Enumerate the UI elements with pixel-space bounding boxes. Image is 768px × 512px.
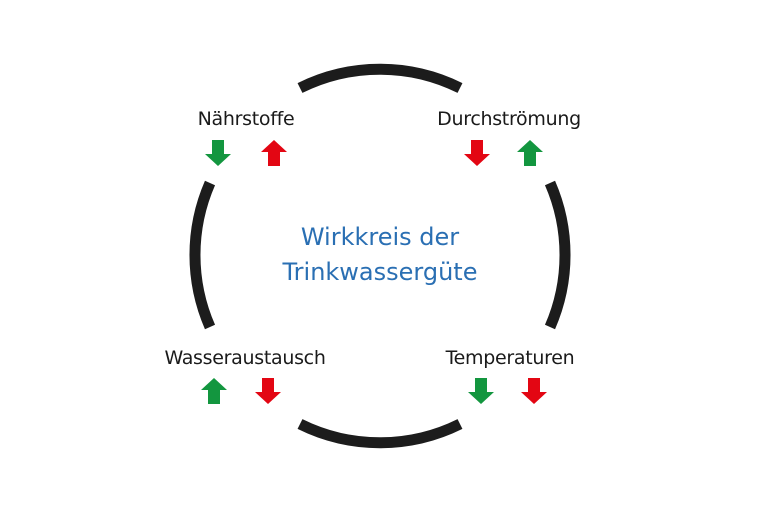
- title-line-1: Wirkkreis der: [300, 223, 460, 251]
- ring-arc-bottom: [297, 419, 463, 449]
- arrow-down-green-icon: [205, 140, 231, 166]
- factor-label-naehrstoffe: Nährstoffe: [197, 108, 295, 130]
- factor-label-temperaturen: Temperaturen: [445, 347, 575, 369]
- arrow-up-green-icon: [201, 378, 227, 404]
- ring-arc-top: [297, 63, 463, 93]
- arrow-down-red-icon: [255, 378, 281, 404]
- diagram-title: Wirkkreis der Trinkwassergüte: [283, 220, 478, 290]
- title-line-2: Trinkwassergüte: [282, 258, 478, 286]
- arrow-down-red-icon: [521, 378, 547, 404]
- factor-label-durchstroemung: Durchströmung: [437, 108, 581, 130]
- arrow-down-red-icon: [464, 140, 490, 166]
- arrow-up-green-icon: [517, 140, 543, 166]
- arrow-down-green-icon: [468, 378, 494, 404]
- ring-arc-right: [544, 180, 571, 330]
- ring-arc-left: [189, 180, 216, 330]
- arrow-up-red-icon: [261, 140, 287, 166]
- factor-label-wasseraustausch: Wasseraustausch: [164, 347, 326, 369]
